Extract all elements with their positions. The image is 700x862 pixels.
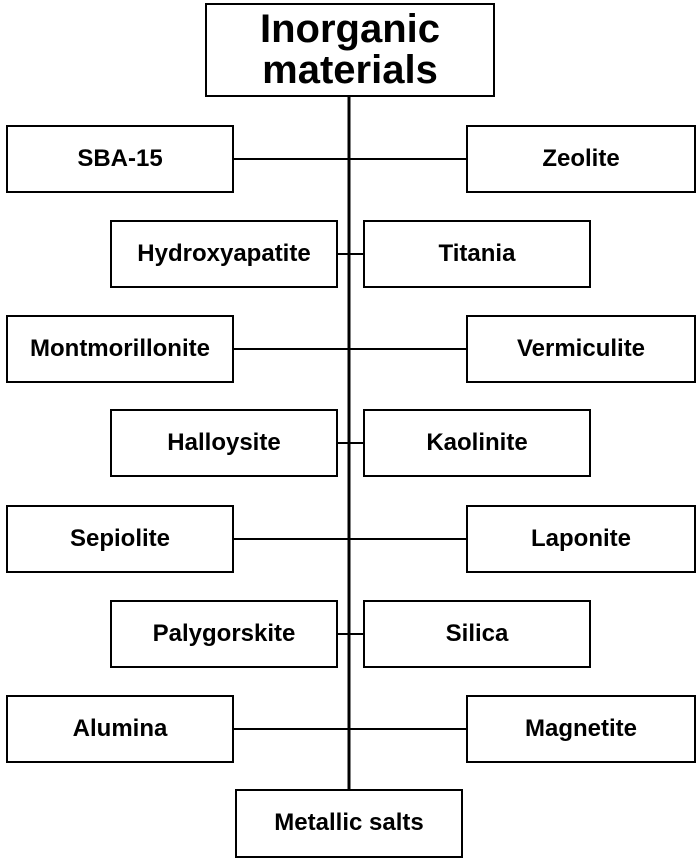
node-left-row-6: Palygorskite <box>110 600 338 668</box>
root-title-line-1: Inorganic <box>259 7 441 52</box>
node-right-row-6: Silica <box>363 600 591 668</box>
node-right-row-1: Zeolite <box>466 125 696 193</box>
node-left-row-1: SBA-15 <box>6 125 234 193</box>
node-left-row-7: Alumina <box>6 695 234 763</box>
root-node: Inorganic materials <box>205 3 495 97</box>
node-right-row-2: Titania <box>363 220 591 288</box>
bottom-node: Metallic salts <box>235 789 463 858</box>
node-left-row-3: Montmorillonite <box>6 315 234 383</box>
node-right-row-3: Vermiculite <box>466 315 696 383</box>
node-left-row-2: Hydroxyapatite <box>110 220 338 288</box>
node-left-row-4: Halloysite <box>110 409 338 477</box>
node-right-row-7: Magnetite <box>466 695 696 763</box>
root-title-line-2: materials <box>262 48 438 92</box>
node-right-row-5: Laponite <box>466 505 696 573</box>
node-left-row-5: Sepiolite <box>6 505 234 573</box>
node-right-row-4: Kaolinite <box>363 409 591 477</box>
